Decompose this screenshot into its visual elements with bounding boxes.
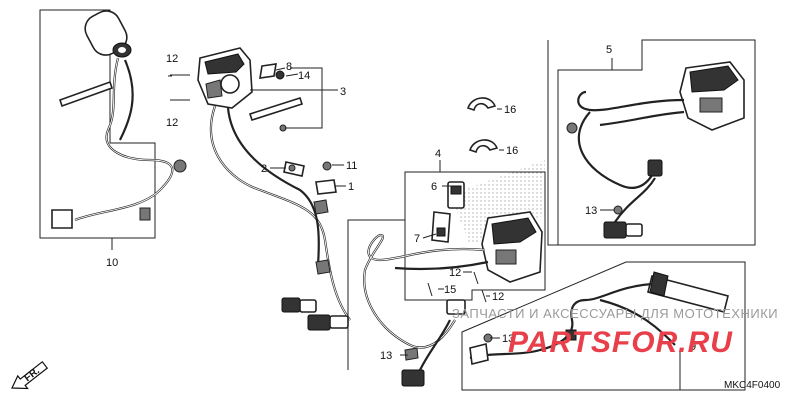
left-heated-grip-assembly xyxy=(51,10,187,229)
callout-12-top-left: 12 xyxy=(166,53,178,65)
callout-15: 15 xyxy=(444,284,456,296)
callout-4: 4 xyxy=(435,148,441,160)
watermark-brand: PARTSFOR.RU xyxy=(508,326,733,359)
callout-16-upper: 16 xyxy=(504,104,516,116)
center-bolts xyxy=(427,271,487,303)
leader-lines xyxy=(168,67,614,356)
watermark-tagline: ЗАПЧАСТИ И АКСЕССУАРЫ ДЛЯ МОТОТЕХНИКИ xyxy=(452,306,778,321)
callout-9: 9 xyxy=(690,341,696,353)
frame-part-5 xyxy=(547,39,756,246)
cable-clips xyxy=(466,97,499,154)
callout-5: 5 xyxy=(606,44,612,56)
right-handlebar-switch xyxy=(363,181,543,387)
callout-12-mid-left: 12 xyxy=(166,117,178,129)
callout-11: 11 xyxy=(346,160,357,172)
diagram-code: MKC4F0400 xyxy=(724,380,781,391)
callout-13-grip: 13 xyxy=(502,333,514,345)
callout-1: 1 xyxy=(348,181,354,193)
callout-8: 8 xyxy=(286,61,292,73)
callout-13-right-box: 13 xyxy=(585,205,597,217)
hardware-cluster xyxy=(170,63,337,195)
callout-3: 3 xyxy=(340,86,346,98)
callout-16-lower: 16 xyxy=(506,145,518,157)
callout-6: 6 xyxy=(431,181,437,193)
callout-labels: 12 12 8 14 3 2 11 1 10 4 6 7 16 16 5 13 … xyxy=(106,44,696,362)
callout-14: 14 xyxy=(298,70,310,82)
left-handlebar-switch xyxy=(197,47,351,331)
callout-2: 2 xyxy=(261,163,267,175)
frame-part-9 xyxy=(461,261,746,391)
front-arrow-icon xyxy=(11,360,49,390)
callout-7: 7 xyxy=(414,233,420,245)
right-heated-grip-assembly xyxy=(469,271,729,365)
front-direction-indicator: FR. xyxy=(11,360,49,390)
watermark: ЗАПЧАСТИ И АКСЕССУАРЫ ДЛЯ МОТОТЕХНИКИ PA… xyxy=(452,306,778,359)
callout-13-bottom-center: 13 xyxy=(380,350,392,362)
callout-12-center-lower: 12 xyxy=(492,291,504,303)
callout-10: 10 xyxy=(106,257,118,269)
callout-12-center-upper: 12 xyxy=(449,267,461,279)
frame-part-10 xyxy=(39,9,156,239)
frame-part-4 xyxy=(404,171,546,301)
right-switch-harness-part-5 xyxy=(566,61,745,239)
